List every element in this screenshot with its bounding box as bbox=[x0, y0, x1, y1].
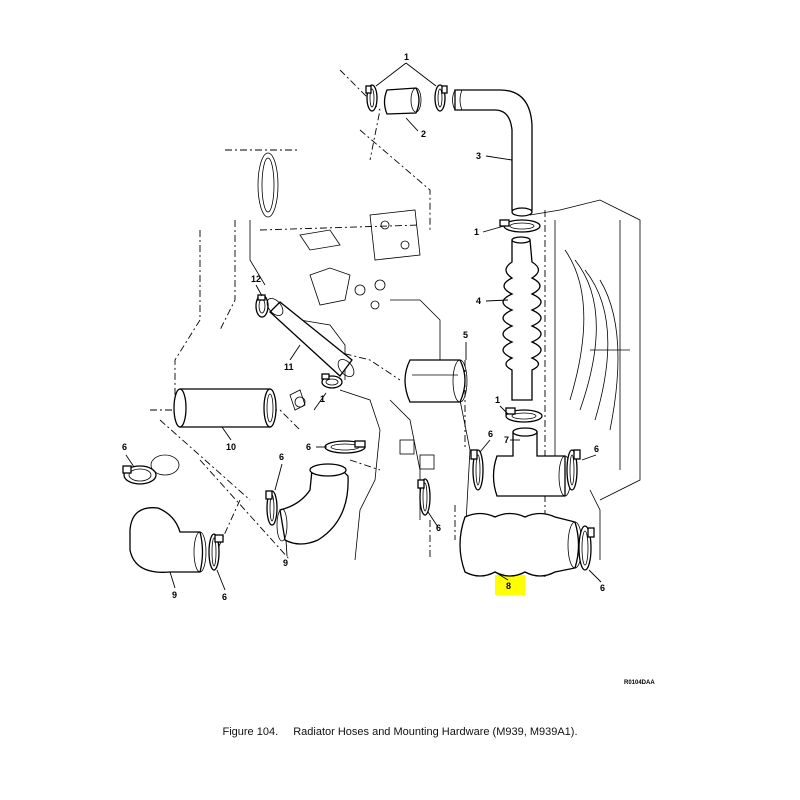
clamp-bottom-right bbox=[578, 525, 595, 571]
figure-label: Figure bbox=[222, 726, 254, 738]
clamp-lower-left bbox=[208, 533, 224, 571]
callout-numbers: 1 2 3 1 4 5 12 11 1 1 10 7 6 6 6 6 6 6 6… bbox=[122, 52, 605, 602]
short-hose-part-2 bbox=[383, 87, 422, 115]
clamp-left bbox=[122, 454, 180, 485]
clamp-tee-right bbox=[566, 449, 581, 491]
callout-10: 10 bbox=[226, 442, 236, 452]
callout-2: 2 bbox=[421, 129, 426, 139]
clamp-pair-top bbox=[365, 84, 448, 112]
clamp-mid bbox=[499, 219, 541, 233]
callout-6-t: 6 bbox=[488, 429, 493, 439]
callout-5: 5 bbox=[463, 330, 468, 340]
figure-number: 104. bbox=[256, 726, 279, 738]
elbow-hose-center-part-9 bbox=[276, 463, 349, 545]
callout-3: 3 bbox=[476, 151, 481, 161]
engine-outline bbox=[150, 69, 641, 580]
clamp-hose9-center bbox=[265, 490, 278, 526]
clamp-lower-mid bbox=[417, 478, 431, 516]
callout-9-left: 9 bbox=[172, 590, 177, 600]
callout-11: 11 bbox=[284, 362, 294, 372]
bellows-hose-part-8 bbox=[459, 512, 583, 577]
callout-8: 8 bbox=[506, 581, 511, 591]
callout-9-center: 9 bbox=[283, 558, 288, 568]
bent-tube-part-3 bbox=[452, 89, 533, 217]
clamp-part-12 bbox=[255, 294, 269, 318]
callout-1-mid: 1 bbox=[474, 227, 479, 237]
drawing-code: R0104DAA bbox=[624, 680, 655, 686]
callout-6-hose9: 6 bbox=[279, 452, 284, 462]
figure-caption: Figure 104. Radiator Hoses and Mounting … bbox=[0, 726, 800, 738]
callout-12: 12 bbox=[251, 274, 261, 284]
clamp-below-11 bbox=[321, 373, 343, 389]
callout-6-mid: 6 bbox=[436, 523, 441, 533]
callout-8-highlight bbox=[495, 575, 525, 595]
callout-1-right: 1 bbox=[495, 395, 500, 405]
callout-6-tright: 6 bbox=[594, 444, 599, 454]
tube-part-10 bbox=[173, 388, 306, 428]
figure-title: Radiator Hoses and Mounting Hardware (M9… bbox=[293, 726, 578, 738]
clamp-center bbox=[324, 440, 366, 454]
clamp-tee-left bbox=[470, 449, 484, 491]
callout-7: 7 bbox=[504, 435, 509, 445]
callout-6-bottomright: 6 bbox=[600, 583, 605, 593]
callout-4: 4 bbox=[476, 296, 481, 306]
clamp-low bbox=[505, 407, 543, 423]
leader-lines bbox=[125, 62, 602, 591]
sleeve-part-5 bbox=[404, 359, 468, 403]
callout-6-center: 6 bbox=[306, 442, 311, 452]
tee-fitting-part-7 bbox=[492, 427, 572, 497]
callout-6-lowleft: 6 bbox=[222, 592, 227, 602]
callout-6-left: 6 bbox=[122, 442, 127, 452]
bellows-hose-part-4 bbox=[502, 236, 542, 401]
callout-1-low: 1 bbox=[320, 394, 325, 404]
callout-1-top: 1 bbox=[404, 52, 409, 62]
elbow-hose-left-part-9 bbox=[129, 507, 207, 573]
hose-part-11 bbox=[266, 298, 355, 377]
